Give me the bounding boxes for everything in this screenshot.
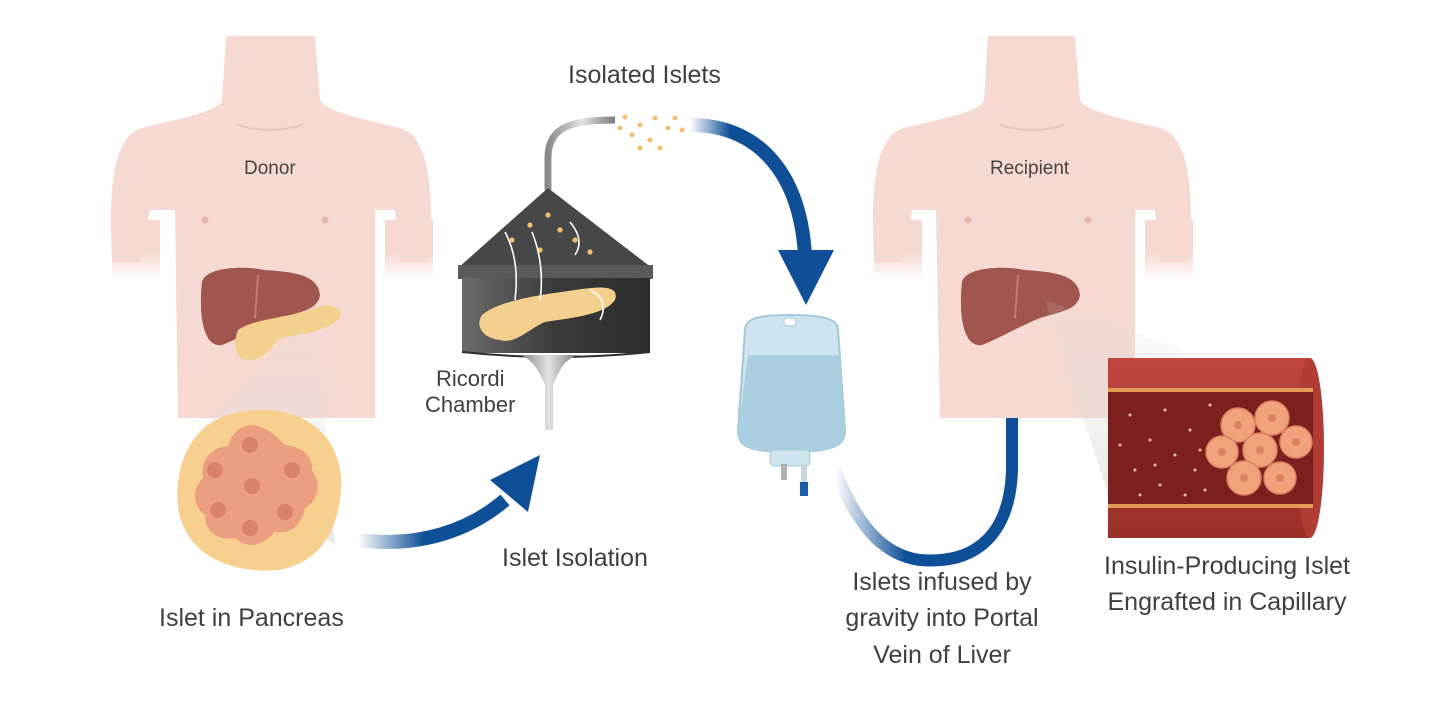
engrafted-line-1: Insulin-Producing Islet	[1104, 552, 1350, 580]
recipient-body	[872, 36, 1193, 418]
donor-label: Donor	[244, 158, 296, 179]
donor-body	[110, 36, 433, 418]
ricordi-chamber-label: Ricordi Chamber	[425, 366, 515, 419]
recipient-label: Recipient	[990, 158, 1070, 179]
infusion-line-3: Vein of Liver	[873, 640, 1011, 669]
ricordi-line-2: Chamber	[425, 392, 516, 418]
ricordi-line-1: Ricordi	[436, 366, 505, 391]
donor-liver	[200, 267, 320, 346]
engrafted-label: Insulin-Producing Islet Engrafted in Cap…	[1086, 548, 1368, 621]
arrow-islet-isolation	[357, 455, 540, 549]
infusion-line-2: gravity into Portal	[845, 604, 1039, 633]
ricordi-chamber	[458, 116, 653, 430]
islet-isolation-label: Islet Isolation	[502, 544, 648, 572]
isolated-islets-dots	[617, 114, 685, 151]
islet-in-pancreas-image	[177, 410, 342, 571]
chamber-pancreas	[479, 287, 616, 341]
arrow-to-iv-bag	[689, 118, 834, 305]
infusion-line-1: Islets infused by	[852, 568, 1032, 596]
infusion-label: Islets infused by gravity into Portal Ve…	[832, 564, 1052, 673]
donor-pancreas	[235, 305, 341, 360]
iv-bag	[736, 313, 847, 496]
recipient-liver	[960, 267, 1080, 346]
capillary-vessel	[1108, 358, 1324, 538]
islet-in-pancreas-label: Islet in Pancreas	[159, 604, 344, 632]
engrafted-line-2: Engrafted in Capillary	[1107, 588, 1347, 617]
isolated-islets-label: Isolated Islets	[568, 61, 721, 89]
